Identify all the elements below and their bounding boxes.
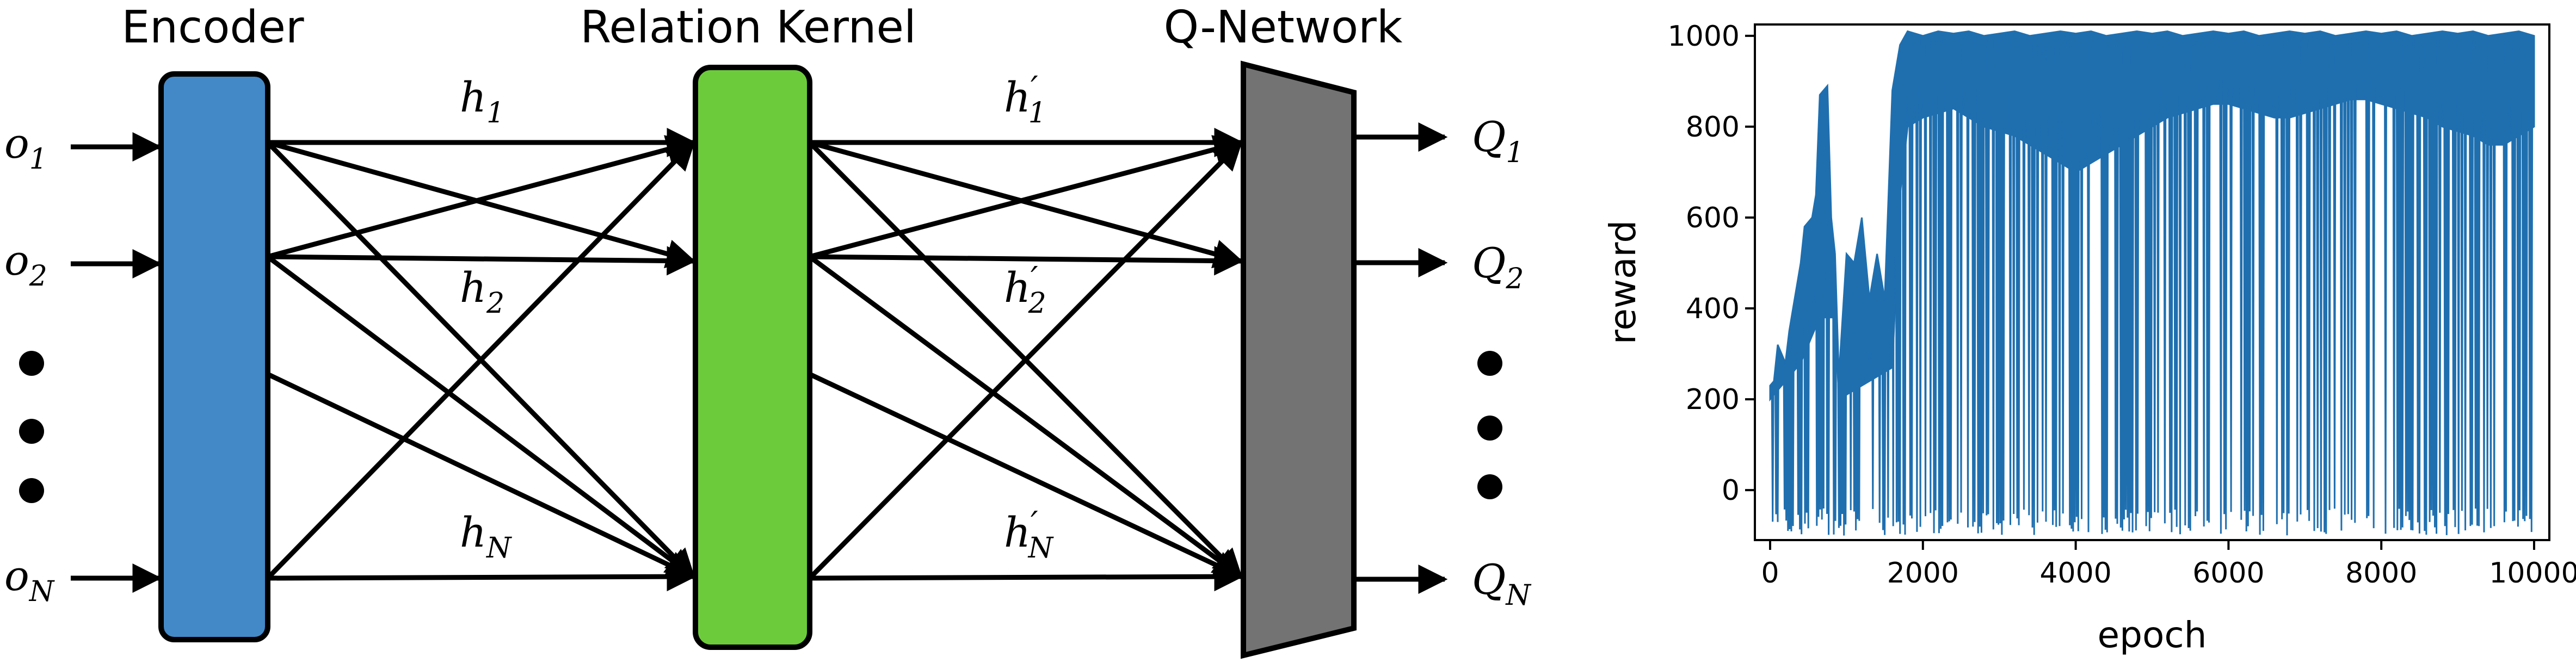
- edge-h2-to-kN: [266, 255, 696, 579]
- y-tick-label: 800: [1686, 111, 1740, 144]
- edge-k2-to-q2: [809, 246, 1244, 276]
- output-ellipsis-dot: [1477, 351, 1502, 376]
- kernel-to-qnetwork-edges: [808, 128, 1244, 592]
- y-axis-label: reward: [1602, 220, 1644, 345]
- architecture-diagram: Encoder Relation Kernel Q-Network o1 o2 …: [4, 2, 1531, 659]
- edge-k2-to-qN: [808, 255, 1243, 579]
- input-ellipsis: [19, 351, 44, 503]
- x-tick-label: 0: [1761, 557, 1779, 590]
- hidden-prime-label-h1: h′1: [1004, 70, 1046, 129]
- y-tick-label: 0: [1722, 474, 1740, 507]
- input-label-o1: o1: [4, 119, 47, 176]
- input-ellipsis-dot: [19, 419, 44, 444]
- input-ellipsis-dot: [19, 478, 44, 503]
- output-ellipsis-dot: [1477, 474, 1502, 499]
- input-label-o2: o2: [4, 236, 47, 293]
- x-tick-label: 2000: [1887, 557, 1959, 590]
- edge-h3-to-k2: [267, 371, 696, 579]
- q-network-block: [1241, 60, 1357, 659]
- edge-hN-to-kN: [267, 562, 697, 592]
- x-axis-label: epoch: [2098, 614, 2207, 656]
- hidden-label-h2: h2: [460, 263, 504, 320]
- output-arrows: [1354, 122, 1448, 594]
- edge-hN-to-k1: [266, 140, 695, 580]
- relation-kernel-title: Relation Kernel: [580, 2, 916, 53]
- reward-chart: 0 2000 4000 6000 8000 10000 0 200 400 600 800 1000…: [1602, 20, 2576, 656]
- hidden-label-h1: h1: [460, 73, 504, 129]
- encoder-title: Encoder: [121, 2, 304, 53]
- y-tick-label: 600: [1686, 202, 1740, 234]
- edge-h2-to-k1: [267, 135, 697, 259]
- edge-kN-to-q1: [808, 140, 1243, 580]
- input-label-oN: oN: [4, 552, 55, 608]
- edge-kN-to-qN: [809, 562, 1244, 592]
- encoder-block: [158, 71, 270, 642]
- hidden-prime-label-h2: h′2: [1004, 260, 1046, 320]
- hidden-prime-label-hN: h′N: [1004, 505, 1054, 565]
- x-tick-label: 4000: [2039, 557, 2111, 590]
- y-tick-label: 400: [1686, 293, 1740, 325]
- input-arrows: [71, 132, 162, 593]
- y-tick-label: 1000: [1668, 20, 1740, 53]
- y-tick-label: 200: [1686, 383, 1740, 416]
- relation-kernel-block: [693, 65, 812, 650]
- x-tick-label: 8000: [2345, 557, 2417, 590]
- reward-line: [1769, 31, 2535, 536]
- x-tick-label: 10000: [2489, 557, 2576, 590]
- output-ellipsis: [1477, 351, 1502, 499]
- output-label-qN: QN: [1472, 555, 1531, 612]
- reward-series-group: [1769, 30, 2535, 536]
- encoder-to-kernel-edges: [266, 128, 697, 592]
- x-tick-label: 6000: [2192, 557, 2264, 590]
- x-axis: 0 2000 4000 6000 8000 10000: [1761, 540, 2576, 590]
- edge-k3-to-q2: [809, 371, 1243, 579]
- y-axis: 0 200 400 600 800 1000: [1668, 20, 1755, 507]
- hidden-label-hN: hN: [460, 508, 512, 565]
- output-ellipsis-dot: [1477, 416, 1502, 441]
- edge-k2-to-q1: [809, 135, 1244, 259]
- output-label-q2: Q2: [1472, 239, 1524, 295]
- edge-h2-to-k2: [267, 246, 697, 276]
- output-label-q1: Q1: [1472, 113, 1524, 169]
- input-ellipsis-dot: [19, 351, 44, 376]
- q-network-title: Q-Network: [1164, 2, 1403, 53]
